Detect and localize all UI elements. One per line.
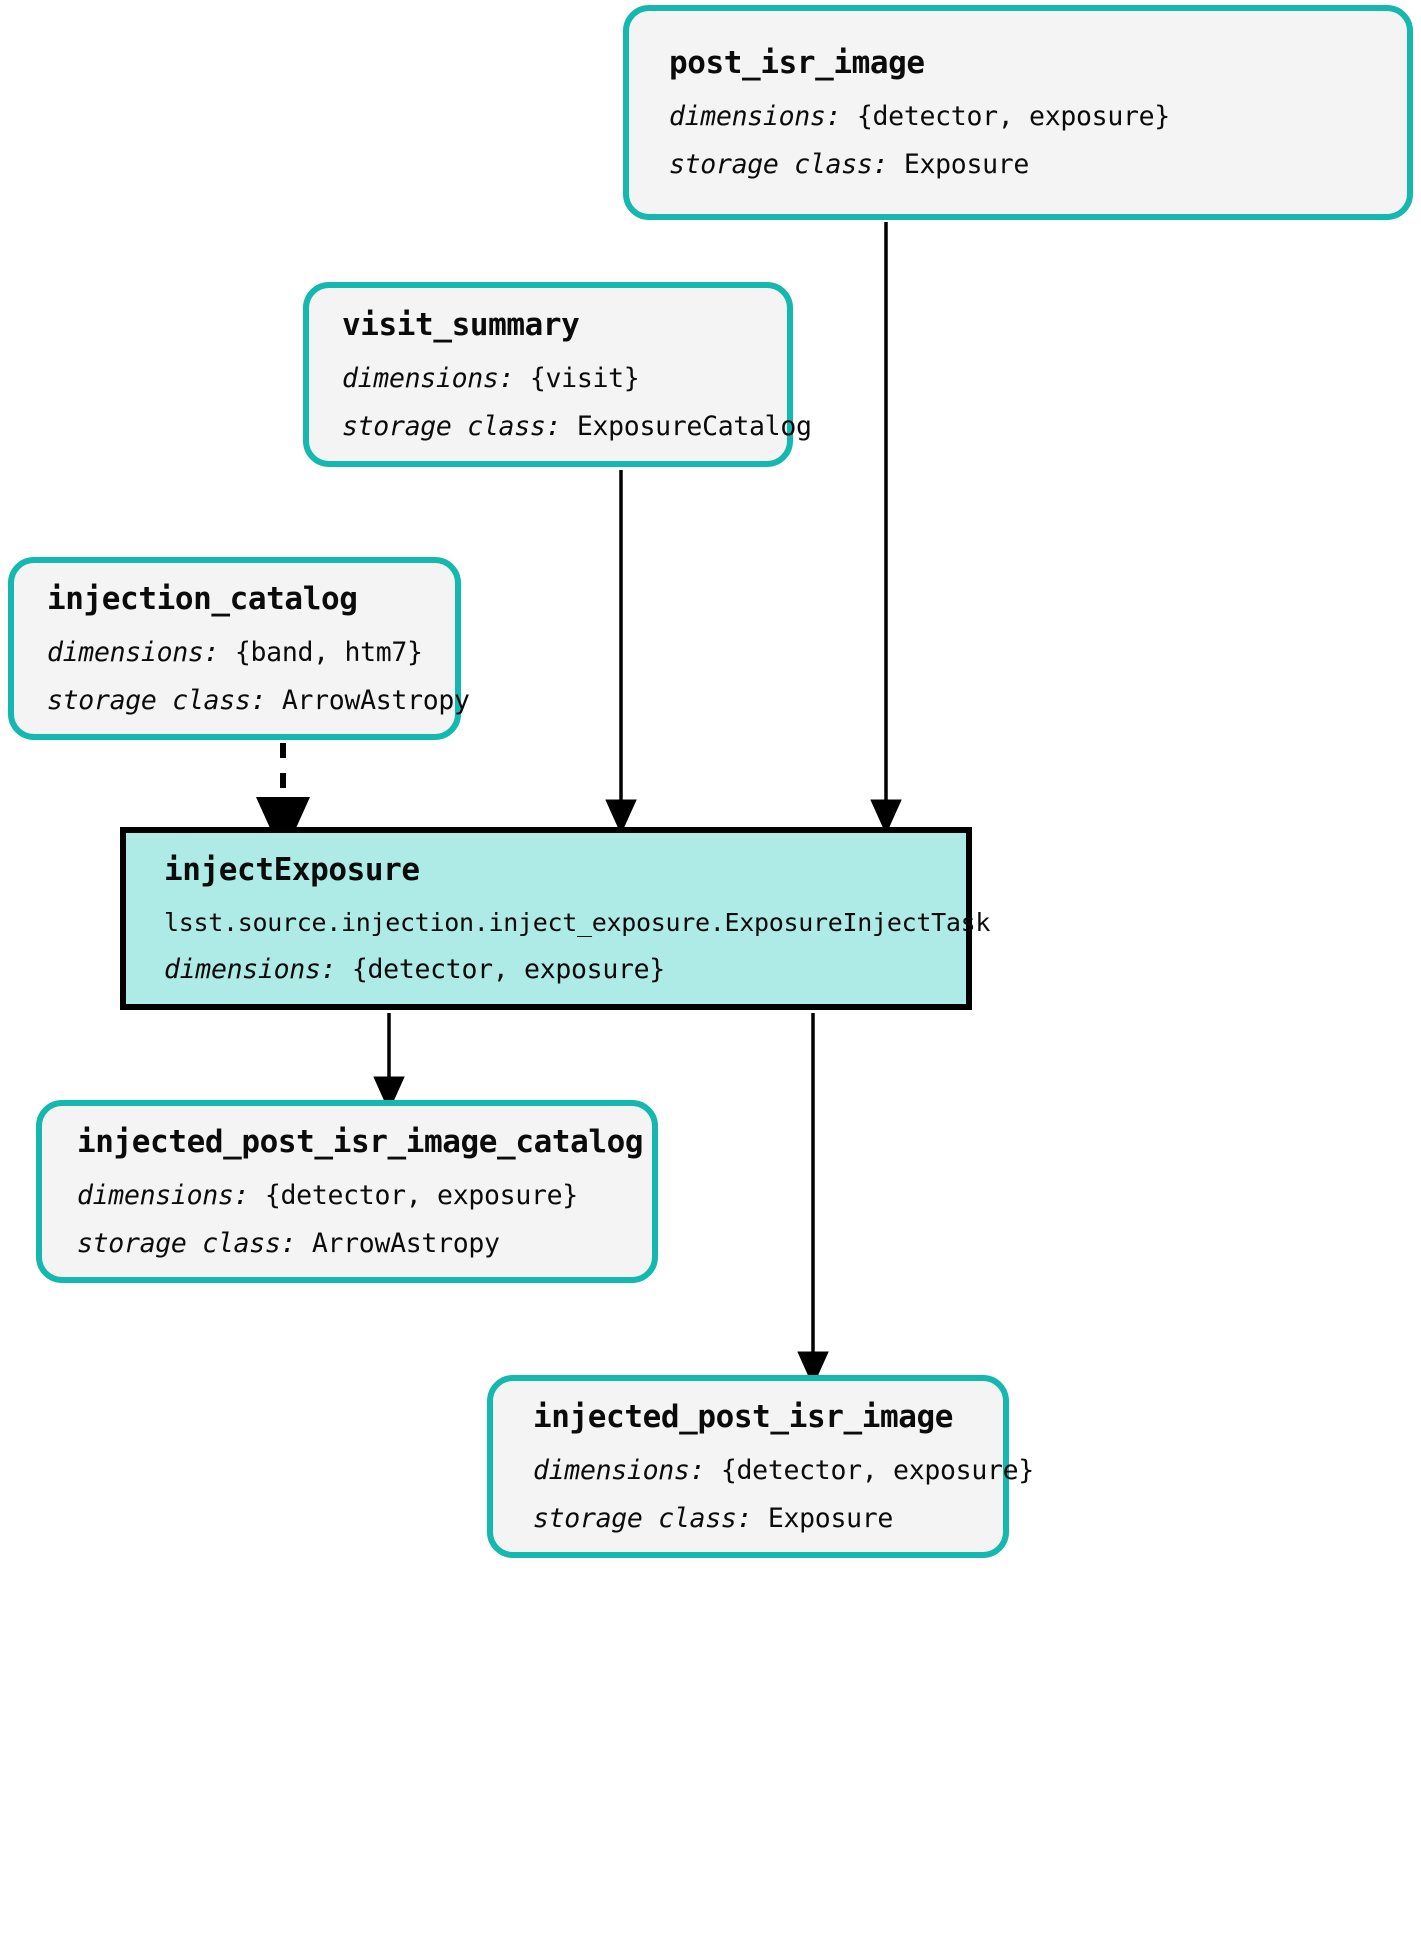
dimensions-label: dimensions: [77, 1180, 250, 1212]
dimensions-value: {detector, exposure} [720, 1455, 1034, 1487]
dimensions-label: dimensions: [47, 637, 220, 669]
node-title: injected_post_isr_image [533, 1399, 954, 1436]
storage-class-label: storage class: [533, 1502, 753, 1534]
dimensions-label: dimensions: [342, 363, 515, 395]
node-title: post_isr_image [669, 45, 925, 82]
dimensions-value: {band, htm7} [234, 637, 423, 669]
storage-class-label: storage class: [342, 410, 562, 442]
storage-class-value: ExposureCatalog [576, 410, 812, 442]
node-storage-class-line: storage class: Exposure [533, 1502, 1003, 1534]
node-storage-class-line: storage class: ArrowAstropy [77, 1227, 652, 1259]
node-dimensions-line: dimensions: {detector, exposure} [533, 1455, 1034, 1487]
node-dimensions-line: dimensions: {band, htm7} [47, 638, 455, 667]
dimensions-value: {detector, exposure} [856, 101, 1170, 133]
storage-class-value: Exposure [767, 1502, 894, 1534]
node-title: injected_post_isr_image_catalog [77, 1124, 644, 1161]
node-title: injection_catalog [47, 581, 358, 618]
dataset-node-visit-summary[interactable]: visit_summary dimensions: {visit} storag… [303, 282, 812, 467]
node-storage-class-line: storage class: Exposure [669, 148, 1407, 180]
node-storage-class-line: storage class: ArrowAstropy [47, 684, 470, 716]
dataset-node-injection-catalog[interactable]: injection_catalog dimensions: {band, htm… [8, 557, 470, 740]
dimensions-label: dimensions: [164, 953, 337, 985]
storage-class-label: storage class: [47, 684, 267, 716]
node-dimensions-line: dimensions: {detector, exposure} [77, 1181, 652, 1210]
dimensions-label: dimensions: [533, 1455, 706, 1487]
storage-class-value: ArrowAstropy [311, 1227, 500, 1259]
dataset-node-injected-post-isr-image-catalog[interactable]: injected_post_isr_image_catalog dimensio… [36, 1100, 658, 1283]
node-title: visit_summary [342, 307, 580, 344]
storage-class-label: storage class: [77, 1227, 297, 1259]
storage-class-value: Exposure [903, 148, 1030, 180]
dimensions-value: {detector, exposure} [264, 1180, 578, 1212]
node-qualname: lsst.source.injection.inject_exposure.Ex… [164, 908, 991, 938]
node-dimensions-line: dimensions: {detector, exposure} [669, 102, 1407, 131]
dimensions-value: {detector, exposure} [351, 953, 665, 985]
storage-class-label: storage class: [669, 148, 889, 180]
dataset-node-injected-post-isr-image[interactable]: injected_post_isr_image dimensions: {det… [487, 1375, 1034, 1558]
node-dimensions-line: dimensions: {detector, exposure} [164, 955, 966, 984]
dataset-node-post-isr-image[interactable]: post_isr_image dimensions: {detector, ex… [623, 5, 1413, 220]
node-storage-class-line: storage class: ExposureCatalog [342, 410, 812, 442]
storage-class-value: ArrowAstropy [281, 684, 470, 716]
dimensions-label: dimensions: [669, 101, 842, 133]
node-dimensions-line: dimensions: {visit} [342, 364, 787, 393]
dimensions-value: {visit} [529, 363, 640, 395]
node-title: injectExposure [164, 852, 420, 889]
task-node-inject-exposure[interactable]: injectExposure lsst.source.injection.inj… [120, 827, 991, 1010]
